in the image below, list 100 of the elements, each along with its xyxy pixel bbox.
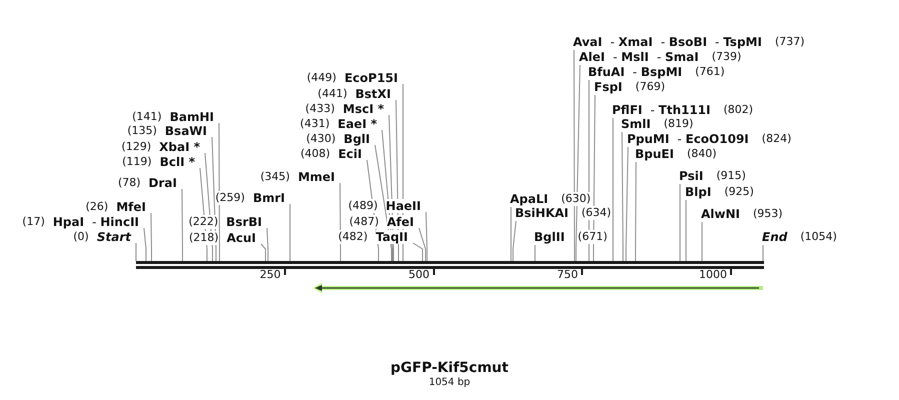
enzyme-name: - EcoO109I bbox=[677, 132, 749, 146]
site-position: (482) bbox=[338, 230, 368, 244]
leader-line bbox=[266, 228, 268, 262]
enzyme-name: FspI bbox=[594, 80, 622, 94]
enzyme-name: AleI bbox=[579, 50, 606, 64]
leader-line bbox=[510, 206, 512, 262]
enzyme-name: BsiHKAI bbox=[515, 206, 568, 220]
site-position: (430) bbox=[306, 132, 336, 146]
enzyme-name: BsaWI bbox=[164, 124, 207, 138]
site-position: (408) bbox=[300, 147, 330, 161]
map-title: pGFP-Kif5cmut bbox=[390, 360, 508, 377]
site-position: (441) bbox=[318, 87, 348, 101]
leader-line bbox=[762, 244, 764, 262]
site-position: (953) bbox=[753, 207, 783, 221]
enzyme-name: - BspMI bbox=[632, 65, 682, 79]
site-position: (141) bbox=[132, 110, 162, 124]
enzyme-name: - Tth111I bbox=[650, 103, 710, 117]
site-position: (129) bbox=[122, 140, 152, 154]
site-position: (119) bbox=[122, 155, 152, 169]
leader-line bbox=[426, 212, 428, 262]
enzyme-name: BglII bbox=[534, 230, 565, 244]
leader-line bbox=[576, 64, 580, 262]
enzyme-name: - XmaI bbox=[610, 35, 653, 49]
site-position: (218) bbox=[188, 231, 219, 245]
enzyme-name: - HincII bbox=[92, 215, 139, 229]
enzyme-name: - SmaI bbox=[656, 50, 699, 64]
leader-line bbox=[218, 122, 220, 262]
site-position: (737) bbox=[774, 35, 805, 49]
enzyme-name: BstXI bbox=[355, 87, 391, 101]
site-position: (17) bbox=[22, 215, 45, 229]
enzyme-name: EaeI * bbox=[338, 117, 377, 131]
enzyme-name: XbaI * bbox=[159, 140, 200, 154]
site-position: (433) bbox=[305, 102, 335, 116]
site-position: (739) bbox=[712, 50, 742, 64]
sequence-end-label: End bbox=[762, 230, 788, 244]
enzyme-name: EciI bbox=[338, 147, 362, 161]
leader-line bbox=[635, 162, 636, 262]
leader-line bbox=[418, 228, 426, 262]
enzyme-name: ApaLI bbox=[510, 192, 548, 206]
site-position: (915) bbox=[716, 169, 746, 183]
enzyme-name: - TspMI bbox=[715, 35, 762, 49]
enzyme-name: - MslI bbox=[613, 50, 649, 64]
leader-line bbox=[144, 228, 146, 262]
site-position: (840) bbox=[686, 147, 717, 161]
enzyme-name: PflFI bbox=[612, 103, 642, 117]
enzyme-name: EcoP15I bbox=[344, 71, 398, 85]
enzyme-name: AfeI bbox=[386, 215, 414, 229]
enzyme-name: PsiI bbox=[679, 169, 704, 183]
scale-label: 1000 bbox=[699, 269, 727, 281]
sequence-length: 1054 bp bbox=[428, 377, 470, 389]
site-position: (634) bbox=[582, 206, 612, 220]
site-position: (78) bbox=[118, 176, 141, 190]
site-position: (819) bbox=[664, 117, 694, 131]
site-position: (489) bbox=[348, 199, 378, 213]
site-position: (135) bbox=[127, 124, 157, 138]
enzyme-name: BclI * bbox=[160, 155, 195, 169]
leader-line bbox=[534, 244, 536, 262]
leader-line bbox=[182, 188, 183, 262]
site-position: (259) bbox=[215, 191, 245, 205]
site-position: (630) bbox=[561, 192, 591, 206]
enzyme-name: BamHI bbox=[170, 110, 214, 124]
site-position: (26) bbox=[86, 200, 108, 214]
enzyme-name: AvaI bbox=[573, 35, 602, 49]
enzyme-name: HaeII bbox=[386, 199, 421, 213]
enzyme-name: TaqII bbox=[376, 230, 408, 244]
enzyme-name: PpuMI bbox=[627, 132, 670, 146]
enzyme-name: BglI bbox=[344, 132, 370, 146]
scale-label: 250 bbox=[260, 269, 281, 281]
dna-backbone bbox=[136, 261, 764, 269]
site-position: (0) bbox=[73, 230, 89, 244]
site-position: (769) bbox=[635, 80, 665, 94]
site-position: (431) bbox=[300, 117, 330, 131]
site-position: (671) bbox=[578, 230, 608, 244]
leader-line bbox=[260, 244, 266, 262]
enzyme-name: - BsoBI bbox=[660, 35, 708, 49]
site-position: (1054) bbox=[800, 230, 837, 244]
leader-line bbox=[622, 132, 624, 262]
enzyme-name: BpuEI bbox=[635, 147, 674, 161]
sequence-end-label: Start bbox=[96, 230, 131, 244]
enzyme-name: DraI bbox=[148, 176, 177, 190]
site-position: (824) bbox=[762, 132, 792, 146]
enzyme-name: HpaI bbox=[52, 215, 84, 229]
leader-line bbox=[512, 220, 516, 262]
enzyme-name: AlwNI bbox=[701, 207, 740, 221]
site-position: (761) bbox=[695, 65, 725, 79]
enzyme-name: AcuI bbox=[226, 231, 256, 245]
enzyme-name: BlpI bbox=[685, 185, 712, 199]
leader-line bbox=[612, 118, 614, 262]
scale-label: 750 bbox=[557, 269, 578, 281]
site-position: (802) bbox=[724, 103, 754, 117]
enzyme-name: SmlI bbox=[621, 117, 651, 131]
site-position: (449) bbox=[306, 71, 336, 85]
site-position: (345) bbox=[260, 170, 290, 184]
leader-line bbox=[150, 212, 152, 262]
leader-line bbox=[626, 146, 628, 262]
enzyme-name: BfuAI bbox=[588, 65, 625, 79]
enzyme-name: BmrI bbox=[252, 191, 285, 205]
enzyme-name: MmeI bbox=[298, 170, 335, 184]
enzyme-name: MfeI bbox=[116, 200, 146, 214]
scale-label: 500 bbox=[408, 269, 430, 281]
